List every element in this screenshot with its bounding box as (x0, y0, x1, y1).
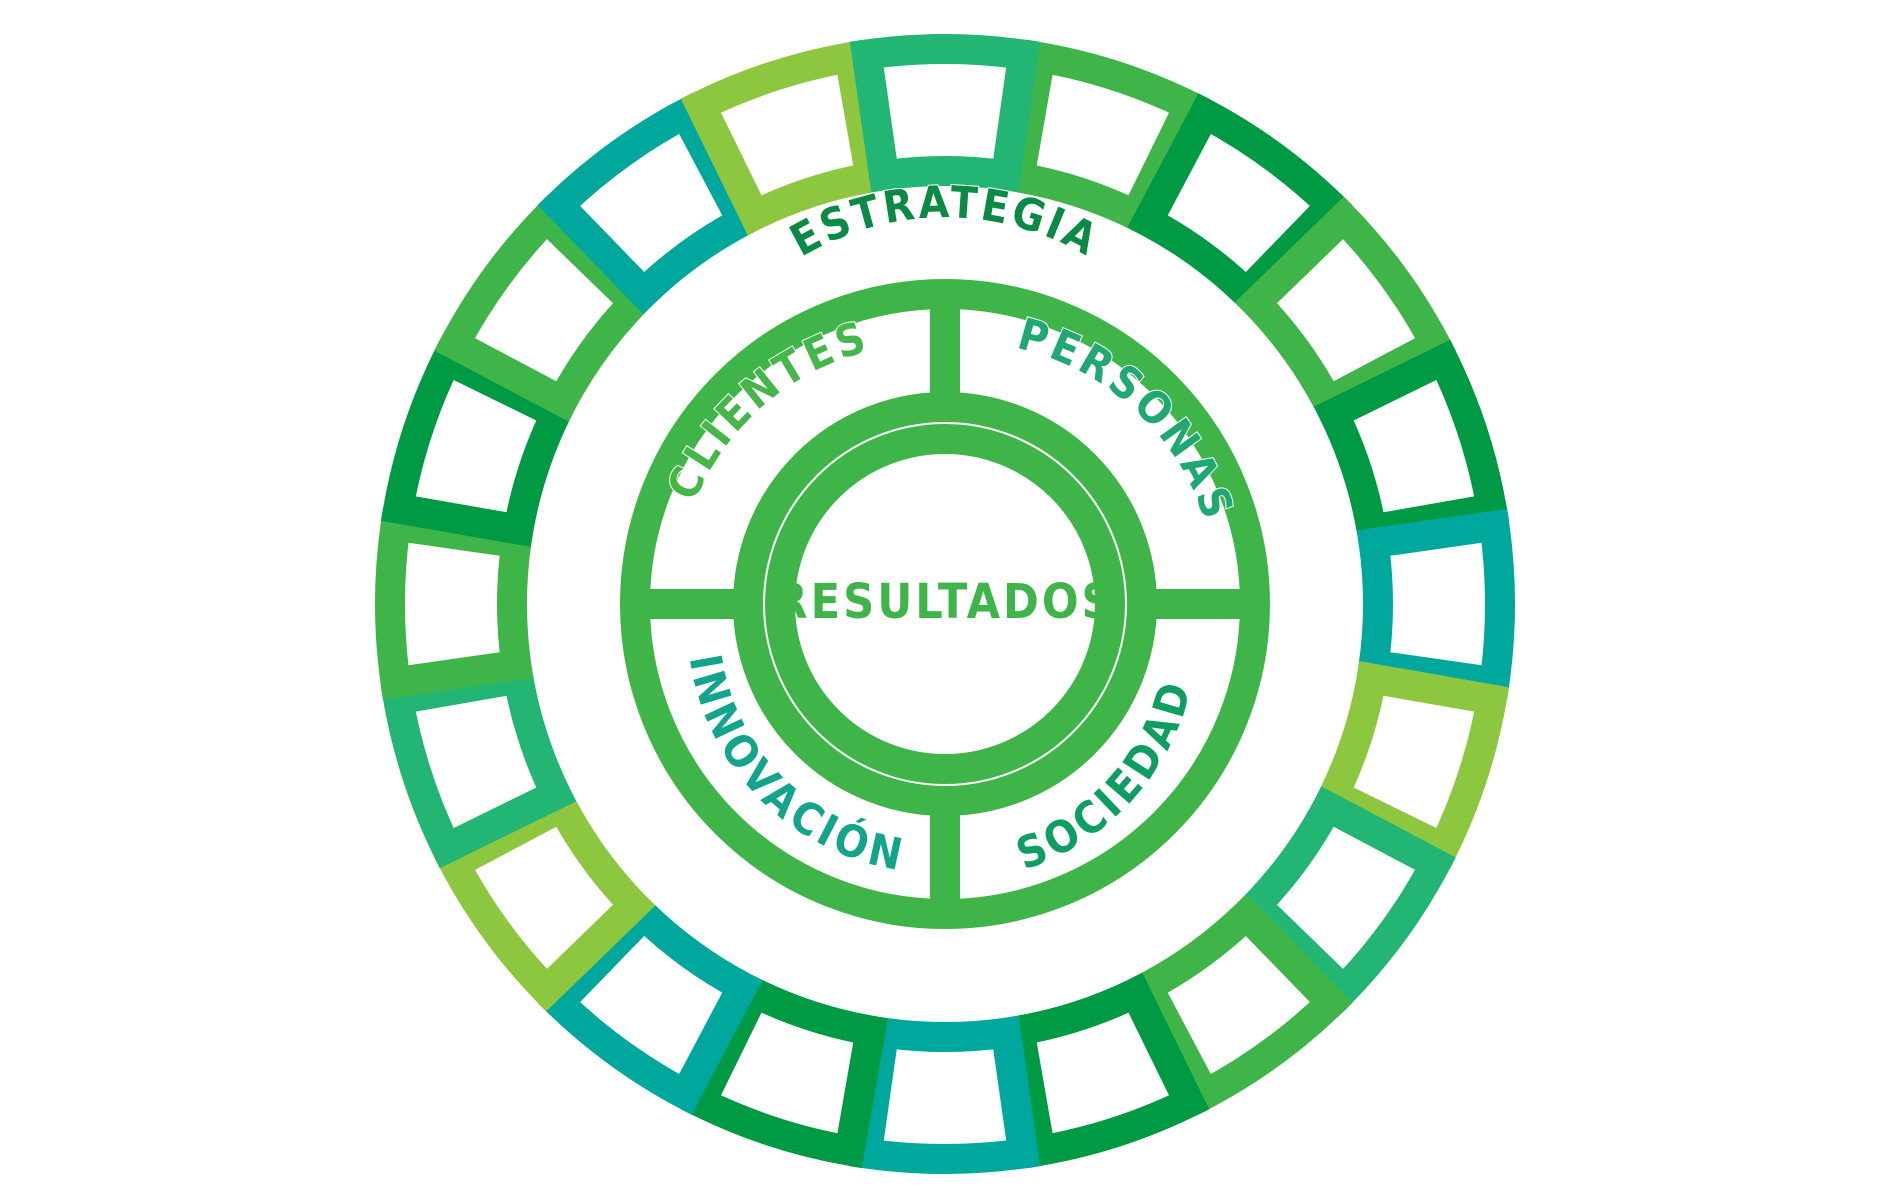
outer-segment-ring (375, 34, 1515, 1174)
outer-segment (849, 1015, 1041, 1174)
outer-segment (375, 508, 534, 700)
outer-segment (1313, 339, 1510, 547)
outer-segment (1002, 972, 1210, 1169)
outer-inner-ring (620, 279, 1270, 929)
outer-segment (1356, 508, 1515, 700)
center-ring (765, 424, 1125, 784)
outer-segment (849, 34, 1041, 193)
outer-segment (680, 39, 888, 236)
resultados-label: RESULTADOS (774, 574, 1115, 630)
outer-segment (380, 661, 577, 869)
